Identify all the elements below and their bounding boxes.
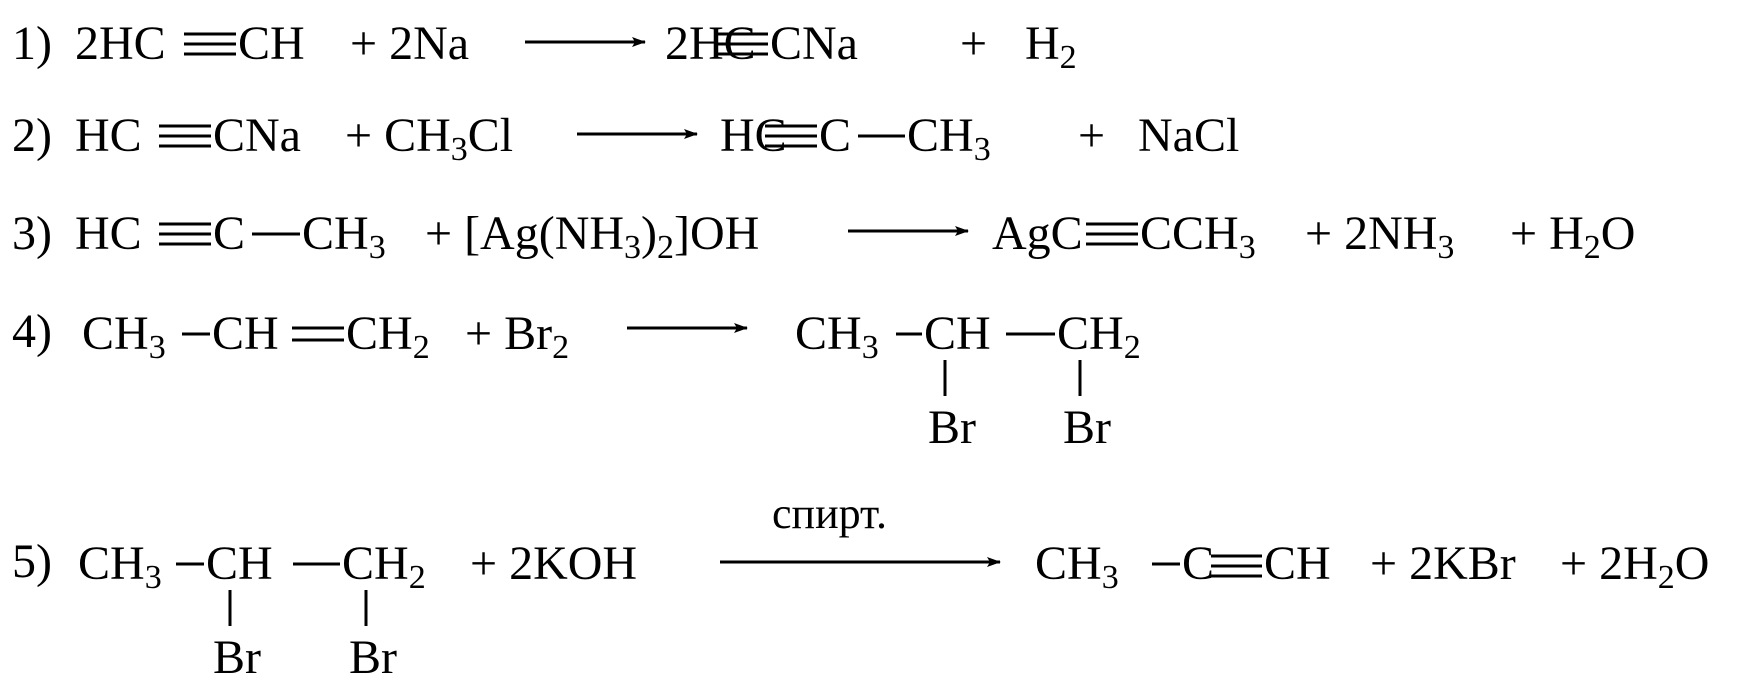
product-formula: + 2NH3 (1305, 207, 1455, 266)
formula-fragment: CH (924, 307, 991, 360)
reaction-number: 5) (12, 535, 52, 588)
bromine-substituent: Br (349, 631, 397, 684)
formula-fragment: CNa (213, 109, 301, 162)
formula-fragment: CH2 (342, 537, 426, 596)
formula-fragment: CH3 (302, 207, 386, 266)
bromine-substituent: Br (1063, 401, 1111, 454)
formula-fragment: AgC (992, 207, 1083, 260)
formula-fragment: CH2 (346, 307, 430, 366)
formula-fragment: HC (720, 109, 787, 162)
formula-fragment: 2HC (75, 17, 166, 70)
reaction-number: 1) (12, 17, 52, 70)
double-bond (292, 326, 344, 342)
product-formula: + H2O (1510, 207, 1636, 266)
formula-fragment: CH3 (1035, 537, 1119, 596)
bromine-substituent: Br (928, 401, 976, 454)
formula-fragment: HC (75, 109, 142, 162)
product-formula: H2 (1025, 17, 1077, 76)
triple-bond (1211, 554, 1262, 578)
formula-fragment: CH3 (795, 307, 879, 366)
product-formula: + 2H2O (1560, 537, 1710, 596)
triple-bond (765, 124, 817, 148)
triple-bond (159, 222, 211, 246)
triple-bond (184, 32, 236, 56)
formula-fragment: CH2 (1057, 307, 1141, 366)
reaction-number: 3) (12, 207, 52, 260)
formula-fragment: CH3 (907, 109, 991, 168)
formula-fragment: CH3 (82, 307, 166, 366)
formula-fragment: CH (238, 17, 305, 70)
formula-fragment: CH3 (78, 537, 162, 596)
product-formula: + 2KBr (1370, 537, 1516, 590)
reagent: + 2Na (350, 17, 470, 70)
formula-fragment: CH (1264, 537, 1331, 590)
plus-sign: + (960, 17, 988, 70)
bromine-substituent: Br (213, 631, 261, 684)
formula-fragment: 2HC (665, 17, 756, 70)
formula-fragment: HC (75, 207, 142, 260)
reagent: + Br2 (465, 307, 570, 366)
triple-bond (716, 32, 768, 56)
formula-fragment: C (1182, 537, 1215, 590)
formula-fragment: CCH3 (1140, 207, 1256, 266)
formula-fragment: CH (212, 307, 279, 360)
formula-fragment: CNa (770, 17, 858, 70)
formula-fragment: CH (206, 537, 273, 590)
formula-fragment: C (213, 207, 246, 260)
triple-bond (1086, 222, 1138, 246)
product-formula: NaCl (1138, 109, 1240, 162)
reagent: + CH3Cl (345, 109, 514, 168)
reaction-number: 2) (12, 109, 52, 162)
formula-fragment: C (819, 109, 852, 162)
reagent: + [Ag(NH3)2]OH (425, 207, 760, 266)
reagent: + 2KOH (470, 537, 638, 590)
reaction-condition: спирт. (772, 489, 887, 538)
triple-bond (159, 124, 211, 148)
reaction-number: 4) (12, 305, 52, 358)
plus-sign: + (1078, 109, 1106, 162)
